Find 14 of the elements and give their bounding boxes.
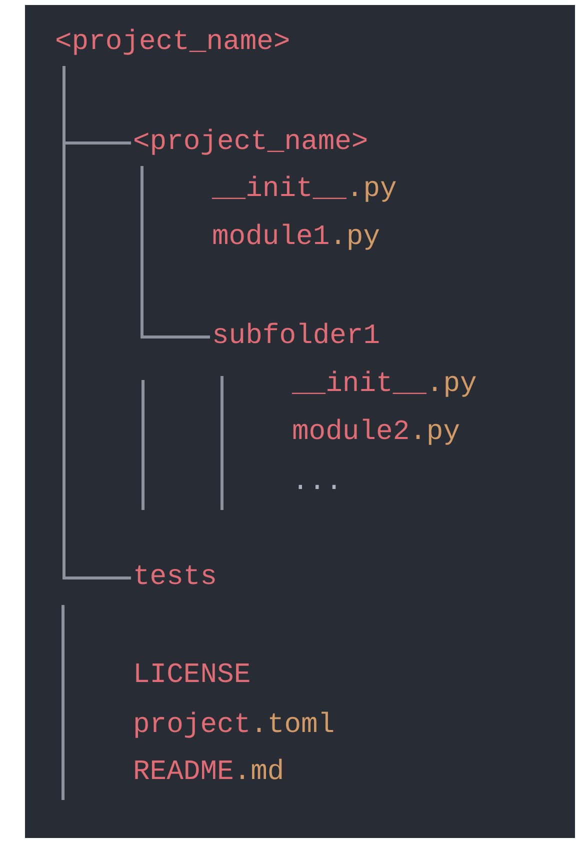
folder-name: subfolder1 <box>212 320 380 354</box>
file-name: README.md <box>133 756 284 790</box>
ellipsis-text: ... <box>292 466 342 500</box>
file-name: project.toml <box>133 709 335 743</box>
folder-name: <project_name> <box>133 126 368 160</box>
file-name: LICENSE <box>133 659 251 693</box>
file-name: module2.py <box>292 416 460 450</box>
folder-name: <project_name> <box>55 26 290 60</box>
tree-connector <box>140 166 210 338</box>
file-name: module1.py <box>212 221 380 255</box>
file-name: __init__.py <box>292 368 477 402</box>
tree-connector <box>62 66 131 580</box>
folder-name: tests <box>133 561 218 595</box>
file-name: __init__.py <box>212 173 397 207</box>
